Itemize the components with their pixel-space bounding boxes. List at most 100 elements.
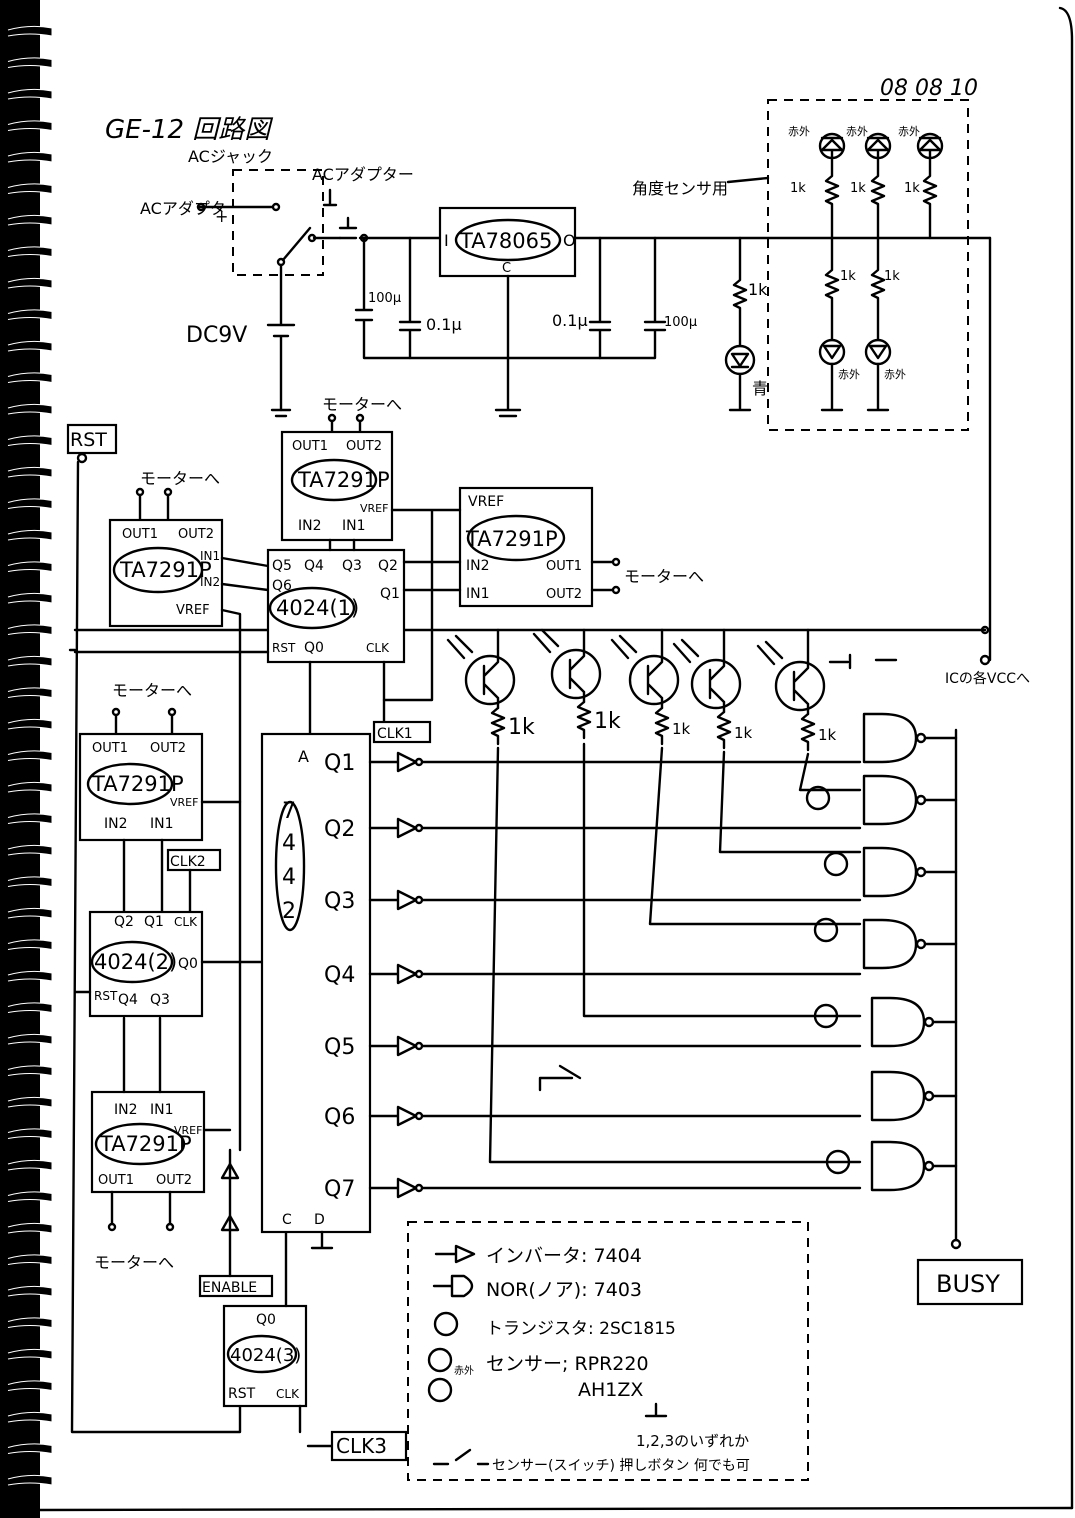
vref-lt: VREF [176,603,210,618]
r1k-label: 1k [904,181,920,196]
out2-lb: OUT2 [156,1173,192,1188]
inverter-bubble [414,1111,424,1121]
vcc-label: ICの各VCCへ [945,671,1030,687]
inverter-q1 [368,751,862,773]
r1k-label: 1k [790,181,806,196]
rst-1: RST [272,641,296,655]
sensor-wire-1 [488,746,862,1164]
enable-label: ENABLE [202,1280,257,1296]
in2-lt: IN2 [200,575,220,589]
q2-1: Q2 [378,558,398,574]
ir-led-icon [818,338,846,366]
motor-driver-right: VREF TA7291P IN2 OUT1 IN1 OUT2 モーターへ [382,486,704,702]
r1k-label: 1k [734,724,753,742]
q1-2: Q1 [144,914,164,930]
vref-lb: VREF [174,1124,202,1137]
clk1-label: CLK1 [377,726,413,742]
inverter-bubble [414,757,424,767]
spiral-ring [7,1317,53,1329]
spiral-ring [7,466,53,478]
counter-4024-2: CLK2 Q2 Q1 CLK 4024(2) Q0 RST Q4 Q3 B [73,848,272,1018]
q0-2: Q0 [178,956,198,972]
spiral-ring [7,372,53,384]
spiral-ring [7,1128,53,1140]
pin-c: C [282,1212,292,1228]
spiral-ring [7,435,53,447]
date-note: 08 08 10 [880,76,978,101]
to-motor-lm: モーターへ [112,681,192,700]
ac-jack-label: ACジャック [188,147,273,166]
blue-led-label: 青 [752,379,768,398]
out2-r: OUT2 [546,587,582,602]
spiral-ring [7,1474,53,1486]
phototransistor-leads [568,628,586,704]
phototransistor-icon [774,660,826,712]
in2-lb: IN2 [114,1102,138,1118]
ir-led-branch [820,236,844,412]
q5-1: Q5 [272,558,292,574]
light-arrows [610,634,638,660]
resistor [490,706,506,746]
r1k-label: 1k [884,269,900,284]
clk-2: CLK [174,915,198,929]
out1-r: OUT1 [546,559,582,574]
spiral-ring [7,561,53,573]
spiral-ring [7,309,53,321]
in1-lb: IN1 [150,1102,174,1118]
q1-1: Q1 [380,586,400,602]
in2-r: IN2 [466,558,490,574]
phototransistor-icon [464,654,516,706]
spiral-ring [7,970,53,982]
busy-label: BUSY [936,1270,1000,1298]
transistor-icon [823,851,849,877]
spiral-ring [7,876,53,888]
in2-lm: IN2 [104,816,128,832]
ir-led-label: 赤外 [788,125,810,138]
r1k-label: 1k [508,715,535,740]
c4024-3-label: 4024(3) [230,1345,301,1366]
decoder-pin-q3: Q3 [324,889,355,914]
out1-lb: OUT1 [98,1173,134,1188]
q0-1: Q0 [304,640,324,656]
spiral-ring [7,718,53,730]
spiral-ring [7,1065,53,1077]
spiral-ring [7,907,53,919]
ir-led-icon [864,132,892,160]
spiral-ring [7,1411,53,1423]
sensor-wire-3 [648,746,862,926]
q6-1: Q6 [272,578,292,594]
r1k-label: 1k [818,726,837,744]
phototransistor-leads [482,628,500,710]
spiral-ring [7,1191,53,1203]
transistor-icon [813,1003,839,1029]
spiral-ring [7,214,53,226]
counter-4024-1: Q5 Q4 Q3 Q2 Q6 Q1 4024(1) RST Q0 CLK CLK… [73,538,462,744]
spiral-ring [7,1159,53,1171]
spiral-ring [7,1348,53,1360]
diode-symbol [868,344,888,360]
clk2-label: CLK2 [170,854,206,870]
inverter-bubble [414,823,424,833]
spiral-ring [7,403,53,415]
ir-led-icon [916,132,944,160]
phototransistor-icon [550,648,602,700]
rst-3: RST [228,1386,256,1402]
rst-label: RST [70,429,107,451]
in1-lt: IN1 [200,549,220,563]
ta7291p-lm: TA7291P [91,772,184,796]
r1k-label: 1k [672,720,691,738]
ir-led-label: 赤外 [884,368,906,381]
to-motor-right: モーターへ [624,567,704,586]
to-motor-lt: モーターへ [140,469,220,488]
inverter-bubble [414,1041,424,1051]
r1k-blue: 1k [748,280,768,299]
spiral-ring [7,1002,53,1014]
pin-d: D [314,1212,325,1228]
ta7291p-right: TA7291P [465,527,558,551]
counter-4024-3: ENABLE Q0 4024(3) RST CLK CLK3 [198,1148,408,1462]
ac-adapter-switch-label: ACアダプター [312,165,414,184]
clk-1: CLK [366,641,390,655]
in2-t: IN2 [298,518,322,534]
